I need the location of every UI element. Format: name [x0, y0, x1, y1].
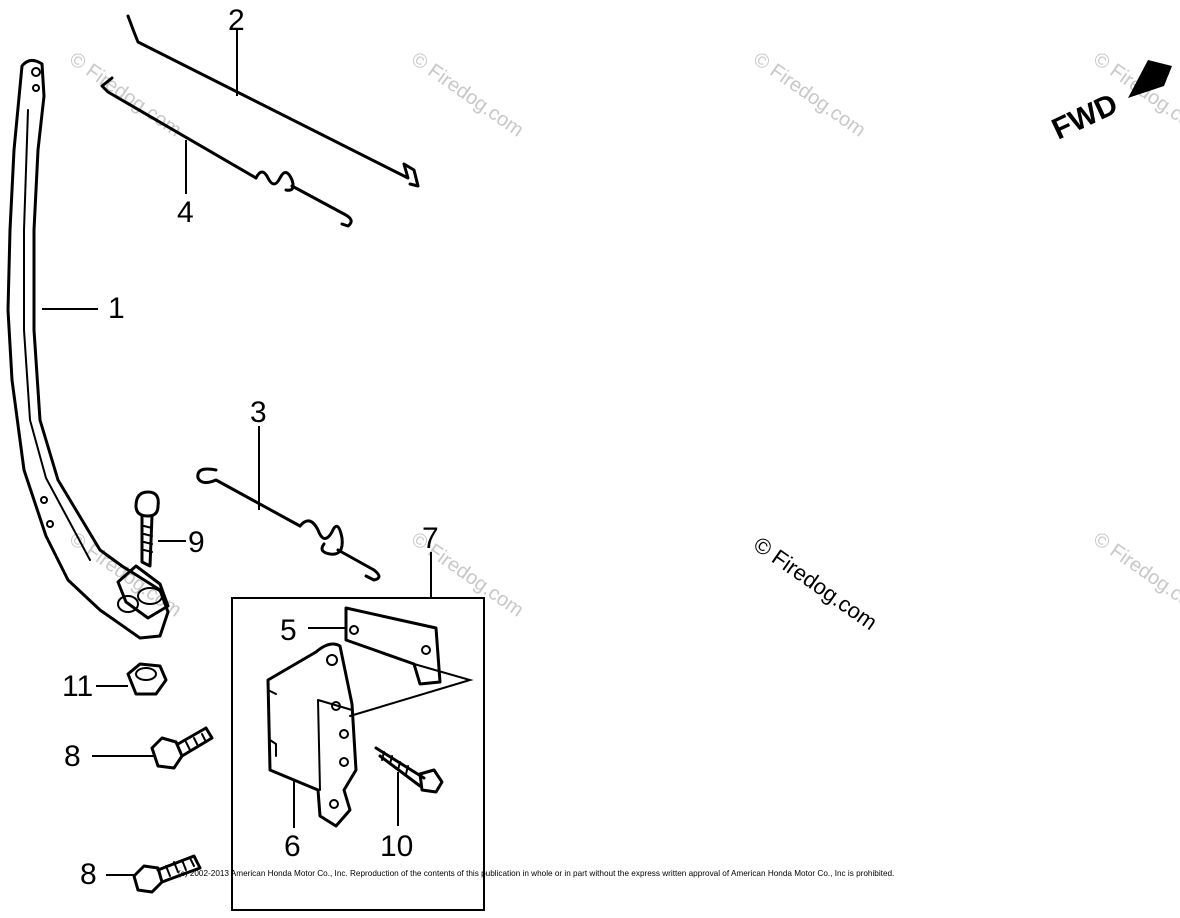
assembly-box — [231, 597, 485, 911]
callout-10: 10 — [380, 830, 413, 863]
part-8-bolt-lower — [132, 854, 202, 894]
callout-1: 1 — [108, 292, 125, 325]
part-11-nut — [126, 662, 168, 696]
callout-5: 5 — [280, 614, 297, 647]
callout-8-upper: 8 — [64, 740, 81, 773]
copyright-notice: (c) 2002-2013 American Honda Motor Co., … — [178, 869, 894, 878]
part-8-bolt-upper — [150, 726, 214, 770]
fwd-arrow-icon — [1128, 60, 1172, 98]
part-4-spring-rod — [100, 76, 353, 228]
callout-4: 4 — [177, 196, 194, 229]
callout-11: 11 — [62, 670, 93, 703]
part-1-lever-arm — [6, 59, 170, 640]
part-3-spring — [196, 467, 381, 582]
callout-2: 2 — [228, 4, 245, 37]
leader-lines — [42, 30, 432, 876]
callout-9: 9 — [188, 526, 205, 559]
callout-8-lower: 8 — [80, 858, 97, 891]
callouts: 2 4 1 3 9 7 5 11 8 6 10 8 — [62, 4, 439, 891]
callout-6: 6 — [284, 830, 301, 863]
part-10-screw — [374, 746, 444, 794]
part-2-rod — [126, 14, 420, 188]
callout-7: 7 — [422, 522, 439, 555]
part-6-bracket — [266, 642, 358, 828]
callout-3: 3 — [250, 396, 267, 429]
part-7-assembly — [231, 597, 485, 911]
part-5-plate — [344, 606, 474, 717]
part-9-bolt — [134, 490, 160, 568]
